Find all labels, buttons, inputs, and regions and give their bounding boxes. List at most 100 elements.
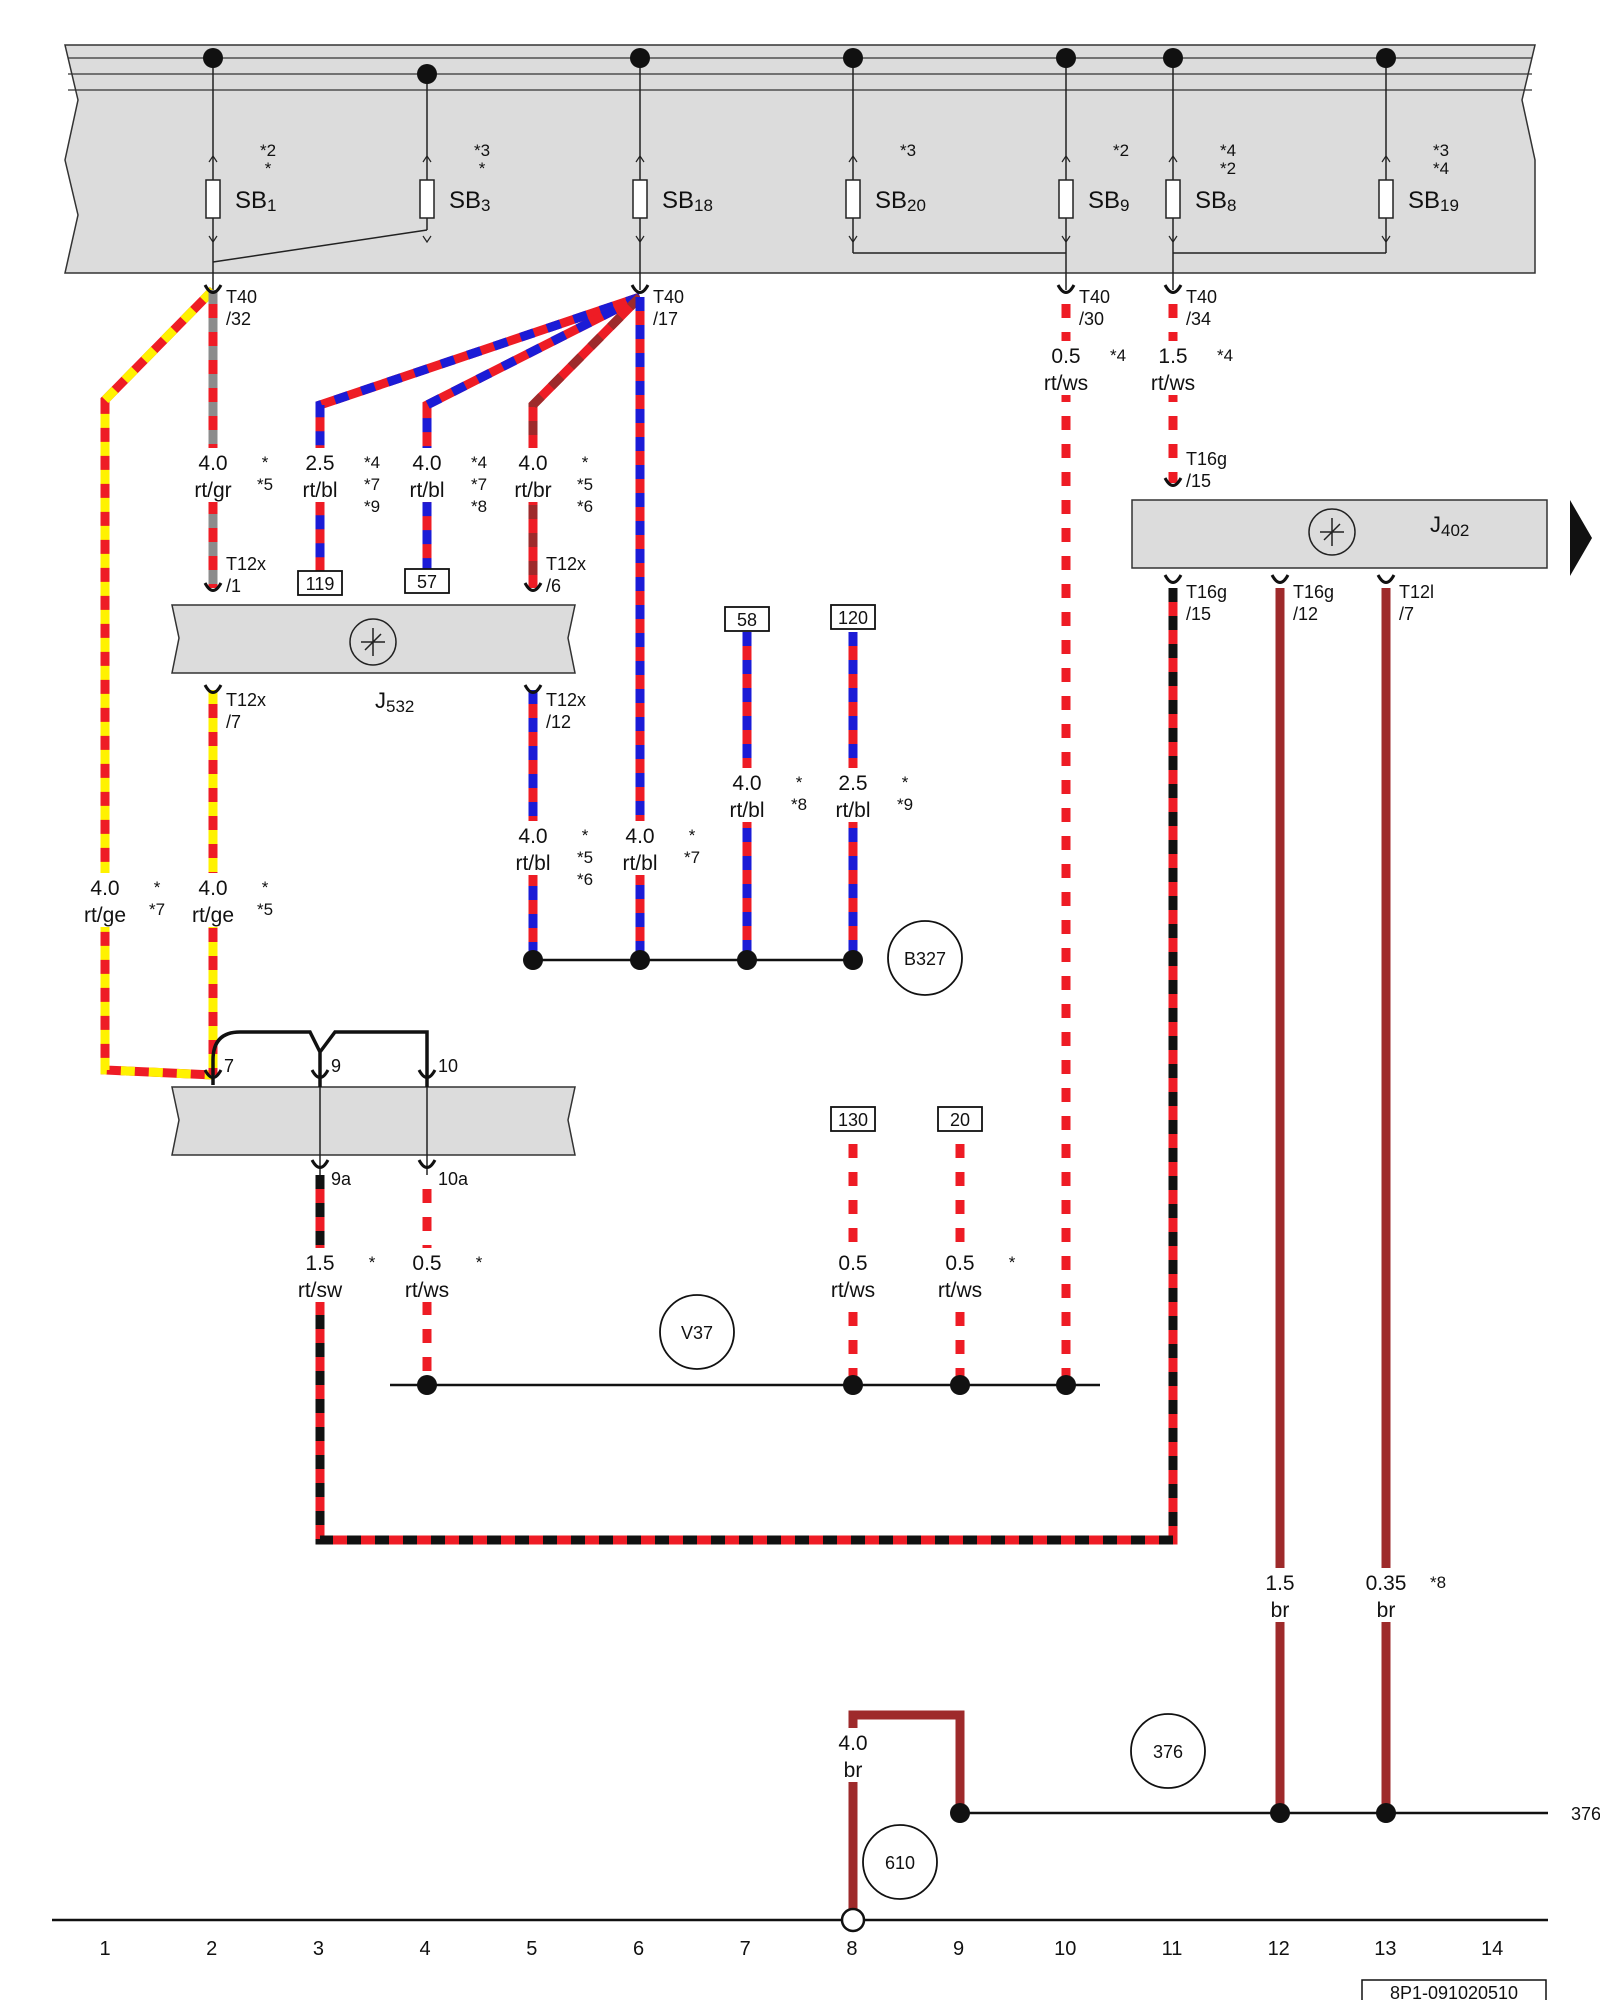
fuse-panel <box>64 44 1536 274</box>
connector-icon <box>310 1069 330 1079</box>
wire-size: 2.5 <box>305 452 334 475</box>
module-j402-body <box>1131 499 1548 569</box>
wire-size: 4.0 <box>412 452 441 475</box>
reference-box-label: 57 <box>417 572 437 592</box>
footnote-marker: *5 <box>257 475 273 494</box>
wire-size: 1.5 <box>1158 345 1187 368</box>
junction-dot <box>1376 1803 1396 1823</box>
wire-size: 4.0 <box>518 825 547 848</box>
module-j532[interactable]: J532 <box>171 604 576 716</box>
ground-point-circle[interactable] <box>887 920 963 996</box>
ground-point-circle[interactable] <box>1130 1713 1206 1789</box>
junction-dot <box>630 48 650 68</box>
reference-box-label: 20 <box>950 1110 970 1130</box>
footnote-marker: *6 <box>577 497 593 516</box>
column-number: 13 <box>1374 1938 1396 1960</box>
wire-color-code: rt/bl <box>729 799 764 822</box>
ground-point-label: 610 <box>885 1853 915 1873</box>
wire-label-bg <box>1139 341 1207 395</box>
reference-box[interactable] <box>937 1106 983 1132</box>
connector-icon <box>630 284 650 294</box>
diagram-code-label: 8P1-091020510 <box>1390 1983 1518 2000</box>
reference-box-label: 120 <box>838 608 868 628</box>
reference-box[interactable] <box>297 570 343 596</box>
footnote-marker: *5 <box>577 848 593 867</box>
connector-pin: 10 <box>438 1056 458 1076</box>
column-number: 4 <box>420 1938 431 1960</box>
wire-color-code: rt/bl <box>835 799 870 822</box>
fuse-icon <box>205 179 221 219</box>
wire-color-code: rt/bl <box>515 852 550 875</box>
connector-label: T12x <box>546 690 586 710</box>
reference-box[interactable] <box>404 568 450 594</box>
junction-dot <box>630 950 650 970</box>
wire-label-bg <box>819 1728 887 1782</box>
ground-point-circle[interactable] <box>862 1824 938 1900</box>
reference-box[interactable] <box>724 606 770 632</box>
reference-box-label: 58 <box>737 610 757 630</box>
fuse-panel-body <box>64 44 1536 274</box>
column-number: 10 <box>1054 1938 1076 1960</box>
footnote-marker: *7 <box>684 848 700 867</box>
wire-color-code: rt/ge <box>192 904 234 927</box>
connector-icon <box>417 1069 437 1079</box>
reference-box-label: 130 <box>838 1110 868 1130</box>
footnote-marker: *3 <box>474 141 490 160</box>
fuse-label-sb8: SB8 <box>1195 187 1236 215</box>
wire-color-code: rt/bl <box>409 479 444 502</box>
fuse-icon <box>419 179 435 219</box>
reference-box[interactable] <box>830 1106 876 1132</box>
wire-size: 4.0 <box>732 772 761 795</box>
wire-size: 0.5 <box>1051 345 1080 368</box>
wire-label-bg <box>713 768 781 822</box>
footnote-marker: *2 <box>1220 159 1236 178</box>
fuse-icon <box>845 179 861 219</box>
footnote-marker: * <box>689 826 696 845</box>
junction-dot <box>417 64 437 84</box>
connector-label: T40 <box>1186 287 1217 307</box>
wire-size: 4.0 <box>518 452 547 475</box>
footnote-marker: *8 <box>791 795 807 814</box>
ground-point-circle[interactable] <box>659 1294 735 1370</box>
wire-labels: 4.0rt/gr**52.5rt/bl*4*7*94.0rt/bl*4*7*84… <box>71 341 1446 1782</box>
wire-stripe <box>315 588 1178 1545</box>
wire-label-bg <box>179 873 247 927</box>
wire-label-bg <box>1032 341 1100 395</box>
reference-box[interactable] <box>830 604 876 630</box>
footnote-marker: *7 <box>149 900 165 919</box>
ground-point-label: 376 <box>1153 1742 1183 1762</box>
footnote-marker: *8 <box>471 497 487 516</box>
wire-label-bg <box>71 873 139 927</box>
connector-icon <box>523 684 543 694</box>
footnote-marker: * <box>1009 1253 1016 1272</box>
wire-size: 0.5 <box>945 1252 974 1275</box>
footnote-marker: * <box>154 878 161 897</box>
column-number: 2 <box>206 1938 217 1960</box>
footnote-marker: * <box>369 1253 376 1272</box>
electronic-module-icon-mark <box>361 628 385 656</box>
wire <box>848 1710 965 1920</box>
junction-dot <box>1163 48 1183 68</box>
wire-size: 4.0 <box>198 877 227 900</box>
connector-label: T16g <box>1293 582 1334 602</box>
continuation-arrow-icon[interactable] <box>1570 500 1592 576</box>
footnote-marker: * <box>265 159 272 178</box>
footnote-marker: *4 <box>1110 346 1126 365</box>
connector-pin: /1 <box>226 576 241 596</box>
connector-pin: /15 <box>1186 471 1211 491</box>
module-j402[interactable]: J402 <box>1131 499 1592 576</box>
fuse-carrier-sc <box>171 1030 576 1175</box>
wire-color-code: rt/bl <box>302 479 337 502</box>
electronic-module-icon <box>1308 508 1356 556</box>
column-number: 8 <box>846 1938 857 1960</box>
wire-stripe <box>422 292 643 570</box>
fuse-label-sb20: SB20 <box>875 187 926 215</box>
wire-color-code: br <box>844 1759 863 1782</box>
fuse-label-sb1: SB1 <box>235 187 276 215</box>
fuse-carrier-sc-body <box>171 1086 576 1156</box>
junction-dot <box>950 1375 970 1395</box>
fuse-label-sb3: SB3 <box>449 187 490 215</box>
column-number: 9 <box>953 1938 964 1960</box>
